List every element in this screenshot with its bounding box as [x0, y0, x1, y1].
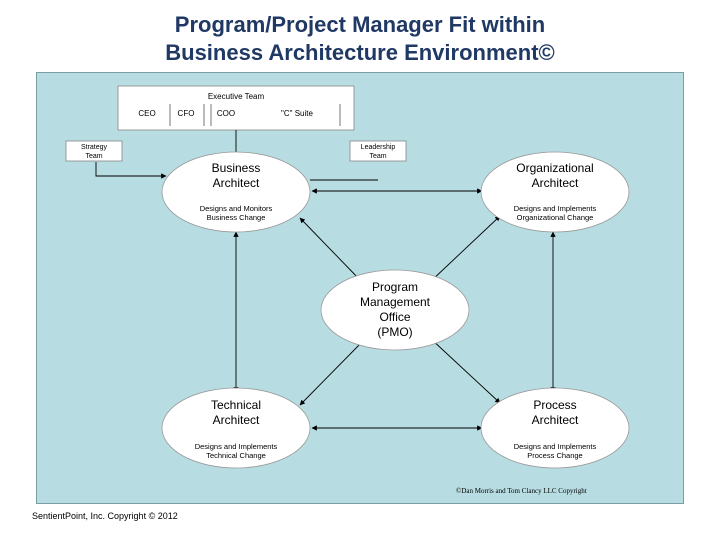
title-line-2: Business Architecture Environment©	[165, 40, 555, 65]
executive-team-title: Executive Team	[207, 92, 265, 101]
leadership-team-box	[349, 140, 407, 162]
technical-pmo-arrow	[299, 337, 367, 406]
executive-team-box	[117, 85, 355, 131]
business-pmo-arrow	[299, 217, 363, 283]
strategy-to-business-arrow	[95, 162, 167, 179]
organizational-architect-node	[480, 151, 630, 233]
org-pmo-arrow	[429, 215, 501, 283]
strategy-team-box	[65, 140, 123, 162]
footer-copyright: SentientPoint, Inc. Copyright © 2012	[32, 511, 178, 521]
technical-architect-node	[161, 387, 311, 469]
title-line-1: Program/Project Manager Fit within	[174, 12, 546, 37]
process-pmo-arrow	[429, 337, 501, 404]
inner-copyright: ©Dan Morris and Tom Clancy LLC Copyright	[456, 487, 587, 495]
pmo-node	[320, 269, 470, 351]
exec-coo: COO	[216, 109, 236, 118]
exec-ceo: CEO	[138, 109, 156, 118]
business-architect-node	[161, 151, 311, 233]
exec-c-suite: "C" Suite	[281, 109, 313, 118]
exec-cfo: CFO	[177, 109, 195, 118]
process-architect-node	[480, 387, 630, 469]
